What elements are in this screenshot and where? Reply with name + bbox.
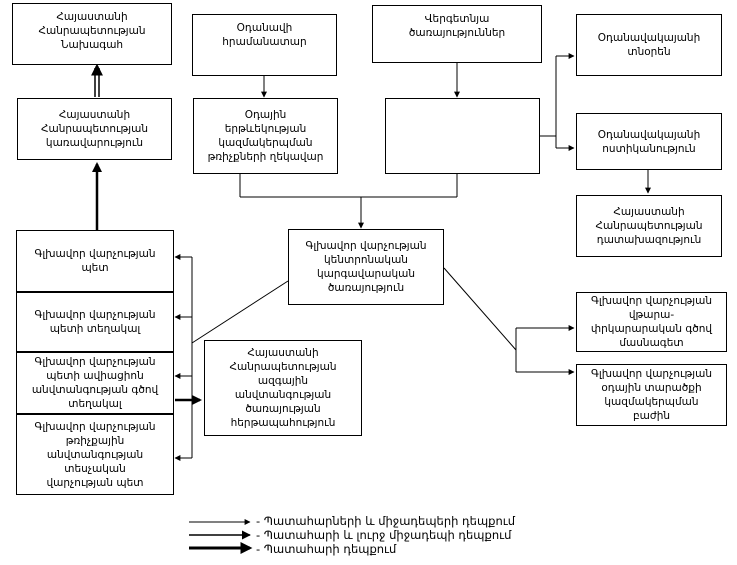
flight-commander-box: Օդանավի հրամանատար xyxy=(192,14,337,76)
airspace-dept-box: Գլխավոր վարչության օդային տարածքի կազմակ… xyxy=(576,364,727,426)
president-box: Հայաստանի Հանրապետության Նախագահ xyxy=(12,3,172,65)
flight-dept-box: Օդային երթևեկության կազմակերպման թռիչքնե… xyxy=(193,98,338,174)
chief-box: Գլխավոր վարչության պետ xyxy=(16,230,174,292)
chief-deputy-aviation-box: Գլխավոր վարչության պետի ավիացիոն անվտանգ… xyxy=(16,352,174,414)
chief-flight-safety-box: Գլխավոր վարչության թռիչքային անվտանգությ… xyxy=(16,414,174,495)
chief-deputy-box: Գլխավոր վարչության պետի տեղակալ xyxy=(16,292,174,352)
airport-central-box xyxy=(385,98,540,174)
airport-police-box: Օդանավակայանի ոստիկանություն xyxy=(576,113,722,170)
main-center-box: Գլխավոր վարչության կենտրոնական կարգավարա… xyxy=(288,229,444,305)
ground-services-box: Վերգետնյա ծառայություններ xyxy=(372,5,542,63)
airport-director-box: Օդանավակայանի տնօրեն xyxy=(576,14,722,76)
investigation-specialist-box: Գլխավոր վարչության վթարա- փրկարարական գծ… xyxy=(576,292,727,352)
legend-item-incidents: - Պատահարների և միջադեպերի դեպքում xyxy=(256,514,516,528)
prosecutor-box: Հայաստանի Հանրապետության դատախազություն xyxy=(576,195,722,257)
legend-item-accident: - Պատահարի դեպքում xyxy=(256,542,397,556)
legend-item-serious: - Պատահարի և լուրջ միջադեպի դեպքում xyxy=(256,528,512,542)
government-box: Հայաստանի Հանրապետության կառավարություն xyxy=(17,98,172,160)
national-security-box: Հայաստանի Հանրապետության ազգային անվտանգ… xyxy=(204,340,362,436)
